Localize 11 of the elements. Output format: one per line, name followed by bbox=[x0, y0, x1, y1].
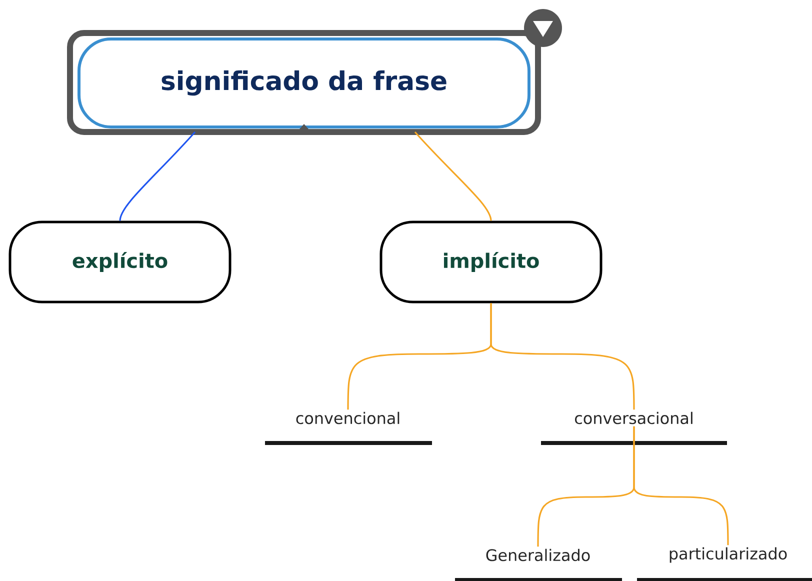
connector-line bbox=[633, 426, 729, 546]
topic-box: significado da frase bbox=[67, 30, 541, 135]
underlined-topic: particularizado bbox=[637, 547, 812, 581]
underlined-topic: convencional bbox=[265, 412, 432, 445]
connector-line bbox=[490, 303, 635, 410]
connector-line bbox=[119, 131, 196, 221]
underlined-topic: Generalizado bbox=[455, 548, 622, 581]
underlined-topic: conversacional bbox=[541, 412, 727, 445]
subtopic-box: explícito bbox=[8, 220, 232, 304]
subtopic-box: implícito bbox=[380, 220, 602, 304]
connector-line bbox=[414, 131, 492, 221]
